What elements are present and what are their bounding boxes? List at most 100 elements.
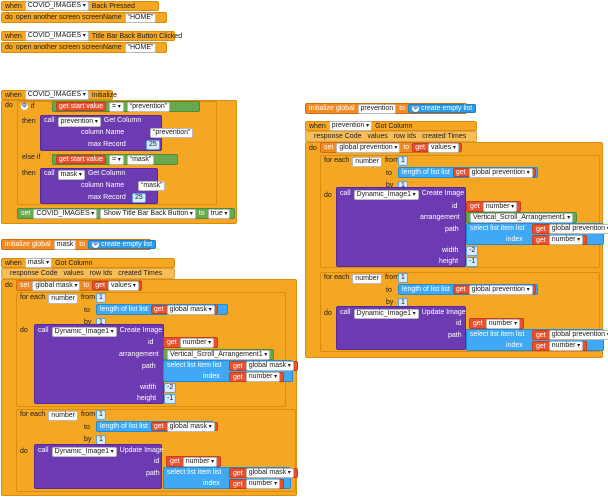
event-initialize[interactable]: when COVID_IMAGES Initialize (1, 90, 117, 100)
component-mask[interactable]: mask (24, 258, 53, 268)
component-mask[interactable]: mask (57, 170, 85, 180)
bool-true[interactable]: true (207, 208, 231, 219)
string-prevention[interactable]: “prevention” (126, 101, 171, 112)
get-start-value-block[interactable]: get start value (56, 155, 106, 164)
index-label: index (203, 480, 220, 487)
gear-icon[interactable]: ⚙ (21, 103, 28, 110)
event-mask-got-column[interactable]: when mask Got Column (1, 258, 175, 268)
compare-mask[interactable]: get start value = “mask” (52, 154, 178, 165)
var-prevention[interactable]: prevention (357, 103, 397, 114)
create-empty-list-block[interactable]: ⚙ create empty list (408, 104, 477, 113)
var-number[interactable]: number (352, 157, 383, 167)
component-covid-images[interactable]: COVID_IMAGES (24, 31, 89, 41)
var-global-mask[interactable]: global mask (32, 280, 81, 291)
from-value[interactable]: 1 (398, 273, 408, 283)
do-open-screen-2[interactable]: do open another screen screenName “HOME” (1, 42, 167, 53)
width-value[interactable]: -2 (466, 246, 479, 256)
do-open-screen-1[interactable]: do open another screen screenName “HOME” (1, 12, 167, 23)
call-update-image-prevention[interactable]: call Dynamic_Image1 Update Image (336, 306, 466, 350)
equals-operator[interactable]: = (108, 101, 124, 112)
component-covid-images[interactable]: COVID_IMAGES (24, 90, 89, 100)
call-create-image-mask[interactable]: call Dynamic_Image1 Create Image (34, 324, 164, 404)
var-number[interactable]: number (48, 411, 79, 421)
string-prevention-arg[interactable]: “prevention” (150, 128, 194, 138)
width-value[interactable]: -2 (164, 383, 177, 393)
get-start-value-block[interactable]: get start value (56, 102, 106, 111)
param-created-times[interactable]: created Times (422, 133, 467, 140)
equals-operator[interactable]: = (108, 154, 124, 165)
vertical-scroll-arrangement[interactable]: Vertical_Scroll_Arrangement1 (466, 212, 578, 223)
component-dynamic-image[interactable]: Dynamic_Image1 (353, 309, 419, 319)
param-response-code[interactable]: response Code (314, 133, 362, 140)
from-value[interactable]: 1 (96, 410, 106, 420)
screen-name-home[interactable]: “HOME” (124, 42, 157, 53)
event-back-pressed[interactable]: when COVID_IMAGES Back Pressed (1, 1, 159, 11)
set-show-title-bar[interactable]: set COVID_IMAGES Show Title Bar Back But… (17, 208, 235, 219)
vertical-scroll-arrangement[interactable]: Vertical_Scroll_Arrangement1 (163, 349, 275, 360)
from-value[interactable]: 1 (96, 293, 106, 303)
param-response-code[interactable]: response Code (10, 270, 58, 277)
gear-icon[interactable]: ⚙ (412, 105, 420, 112)
event-prevention-got-column[interactable]: when prevention Got Column (305, 121, 477, 131)
component-dynamic-image[interactable]: Dynamic_Image1 (353, 190, 419, 200)
var-global-prevention[interactable]: global prevention (336, 142, 401, 153)
var-number[interactable]: number (352, 274, 383, 284)
var-number[interactable]: number (48, 294, 79, 304)
component-prevention[interactable]: prevention (57, 117, 101, 127)
param-created-times[interactable]: created Times (118, 270, 163, 277)
call-update-image-mask[interactable]: call Dynamic_Image1 Update Image (34, 444, 164, 489)
init-global-mask[interactable]: initialize global mask to ⚙ create empty… (1, 239, 157, 250)
init-global-prevention[interactable]: initialize global prevention to ⚙ create… (305, 103, 477, 114)
component-dynamic-image[interactable]: Dynamic_Image1 (51, 327, 117, 337)
screen-name-home[interactable]: “HOME” (124, 12, 157, 23)
param-row-ids[interactable]: row Ids (393, 133, 417, 140)
length-label: length of list list (100, 423, 148, 430)
var-mask[interactable]: mask (53, 239, 77, 250)
param-values[interactable]: values (63, 270, 84, 277)
gear-icon[interactable]: ⚙ (92, 241, 100, 248)
event-title-bar-back[interactable]: when COVID_IMAGES Title Bar Back Button … (1, 31, 182, 41)
component-covid-images[interactable]: COVID_IMAGES (33, 208, 98, 219)
max-record-value[interactable]: 25 (146, 140, 160, 150)
string-mask[interactable]: “mask” (126, 154, 155, 165)
component-dynamic-image[interactable]: Dynamic_Image1 (51, 447, 117, 457)
param-row-ids[interactable]: row Ids (89, 270, 113, 277)
component-prevention[interactable]: prevention (328, 121, 373, 131)
component-covid-images[interactable]: COVID_IMAGES (24, 1, 89, 11)
max-record-value[interactable]: 25 (132, 193, 146, 203)
compare-prevention[interactable]: get start value = “prevention” (52, 101, 200, 112)
property-show-title-bar[interactable]: Show Title Bar Back Button (100, 208, 196, 219)
create-empty-list-block[interactable]: ⚙ create empty list (88, 240, 157, 249)
from-value[interactable]: 1 (398, 156, 408, 166)
call-create-image-prevention[interactable]: call Dynamic_Image1 Create Image (336, 187, 466, 267)
string-mask-arg[interactable]: “mask” (138, 181, 166, 191)
height-value[interactable]: -1 (164, 394, 177, 404)
when-label: when (5, 32, 22, 40)
height-value[interactable]: -1 (466, 257, 479, 267)
param-values[interactable]: values (367, 133, 388, 140)
